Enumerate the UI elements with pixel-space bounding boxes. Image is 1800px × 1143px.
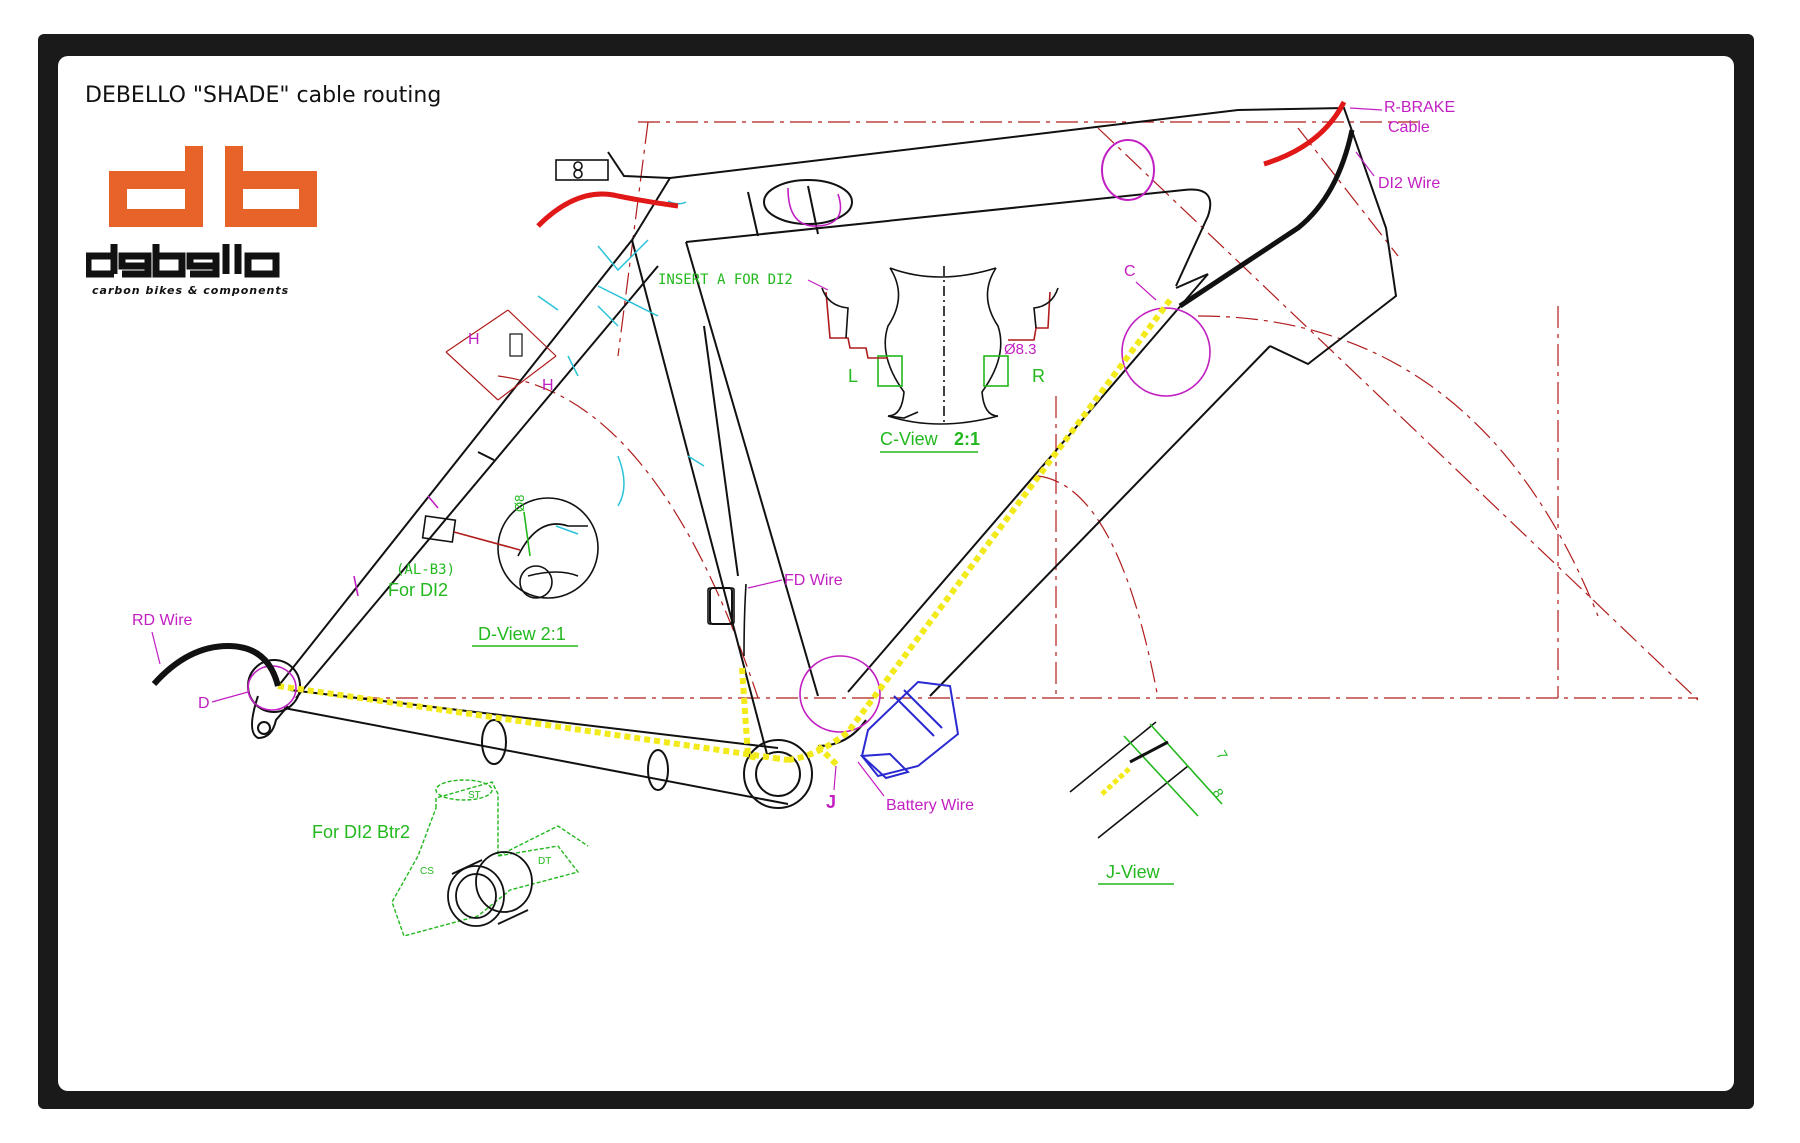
- label-al-b3: (AL-B3): [396, 562, 455, 578]
- label-st: ST: [468, 790, 481, 801]
- logo-tagline: carbon bikes & components: [92, 284, 289, 297]
- bb-shell: [447, 851, 533, 927]
- r-brake-cable-upper: [1263, 100, 1347, 167]
- section-h: [445, 309, 557, 401]
- label-r-brake-cable: Cable: [1388, 119, 1430, 136]
- c-marker-leader: [1135, 281, 1157, 301]
- label-h-right: H: [542, 377, 554, 394]
- label-l: L: [848, 366, 858, 386]
- page-title: DEBELLO "SHADE" cable routing: [85, 83, 442, 108]
- label-for-di2: For DI2: [388, 580, 448, 600]
- label-cs: CS: [420, 866, 434, 877]
- j-view-detail: [1069, 721, 1223, 839]
- label-rd-wire: RD Wire: [132, 612, 193, 629]
- label-r-brake: R-BRAKE: [1384, 99, 1455, 116]
- section-markers: [247, 187, 1211, 733]
- label-fd-wire: FD Wire: [784, 572, 843, 589]
- label-dim-8: 8: [1209, 786, 1227, 801]
- diagram-canvas: H H: [58, 56, 1734, 1091]
- insert-leader: [807, 279, 829, 291]
- frame-diagram: H H: [132, 99, 1699, 937]
- seat-clamp: [555, 159, 609, 181]
- d-marker-leader: [211, 691, 249, 703]
- j-view-title: J-View: [1098, 862, 1174, 885]
- label-diameter-83: Ø8.3: [1004, 341, 1037, 358]
- rd-wire-cable: [151, 642, 281, 687]
- r-brake-leader: [1349, 107, 1383, 111]
- di2-wire-cable: [1178, 129, 1355, 309]
- svg-text:C-View: C-View: [880, 429, 939, 449]
- c-view-detail: [821, 266, 1059, 426]
- debello-wordmark-icon: [86, 244, 280, 278]
- bb-detail: [391, 779, 589, 937]
- label-c-marker: C: [1124, 263, 1136, 280]
- svg-text:J-View: J-View: [1106, 862, 1161, 882]
- fd-wire-leader: [747, 579, 783, 589]
- db-monogram-icon: [109, 146, 317, 227]
- label-battery-wire: Battery Wire: [886, 797, 974, 814]
- di2-wire-leader: [1355, 151, 1375, 177]
- j-marker-leader: [833, 765, 837, 791]
- label-j-marker: J: [826, 792, 836, 812]
- label-h-left: H: [468, 331, 480, 348]
- construction-lines: [358, 121, 1699, 701]
- d-view-detail: [421, 497, 599, 599]
- debello-logo: carbon bikes & components: [86, 146, 317, 297]
- bicycle-frame: [247, 106, 1398, 809]
- rd-wire-leader: [151, 631, 161, 665]
- label-r: R: [1032, 366, 1045, 386]
- label-insert-for-di2: INSERT A FOR DI2: [658, 272, 793, 288]
- label-d-marker: D: [198, 695, 210, 712]
- label-dim-7: 7: [1213, 748, 1231, 763]
- fd-mount: [707, 583, 747, 657]
- label-diameter-8: Ø8: [512, 495, 527, 512]
- label-dt: DT: [538, 856, 551, 867]
- svg-text:2:1: 2:1: [954, 429, 980, 449]
- di2-routing-path: [277, 298, 1173, 769]
- internal-guides: [537, 200, 705, 507]
- battery-unit: [859, 680, 960, 780]
- label-di2-wire: DI2 Wire: [1378, 175, 1440, 192]
- battery-wire-leader: [857, 761, 885, 797]
- c-view-title: C-View 2:1: [880, 429, 980, 453]
- d-view-title: D-View 2:1: [472, 624, 578, 647]
- brake-cable-top-tube: [536, 191, 679, 228]
- svg-text:D-View 2:1: D-View 2:1: [478, 624, 566, 644]
- label-for-di2-btr2: For DI2 Btr2: [312, 822, 410, 842]
